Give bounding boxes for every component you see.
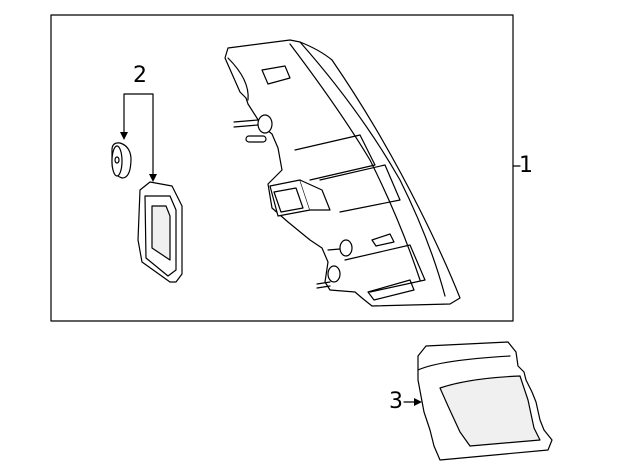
lamp-trim-cover-drawing [403, 341, 553, 461]
seal-gasket [137, 181, 183, 283]
tail-lamp-assembly-drawing [224, 39, 461, 307]
callout-2: 2 [133, 63, 147, 88]
mounting-studs [233, 114, 353, 289]
callout-1: 1 [519, 153, 533, 178]
grommet [111, 142, 132, 179]
grommet-and-seal-drawing [111, 93, 183, 283]
callout-3: 3 [389, 389, 403, 414]
assembly-frame-box [50, 14, 514, 322]
